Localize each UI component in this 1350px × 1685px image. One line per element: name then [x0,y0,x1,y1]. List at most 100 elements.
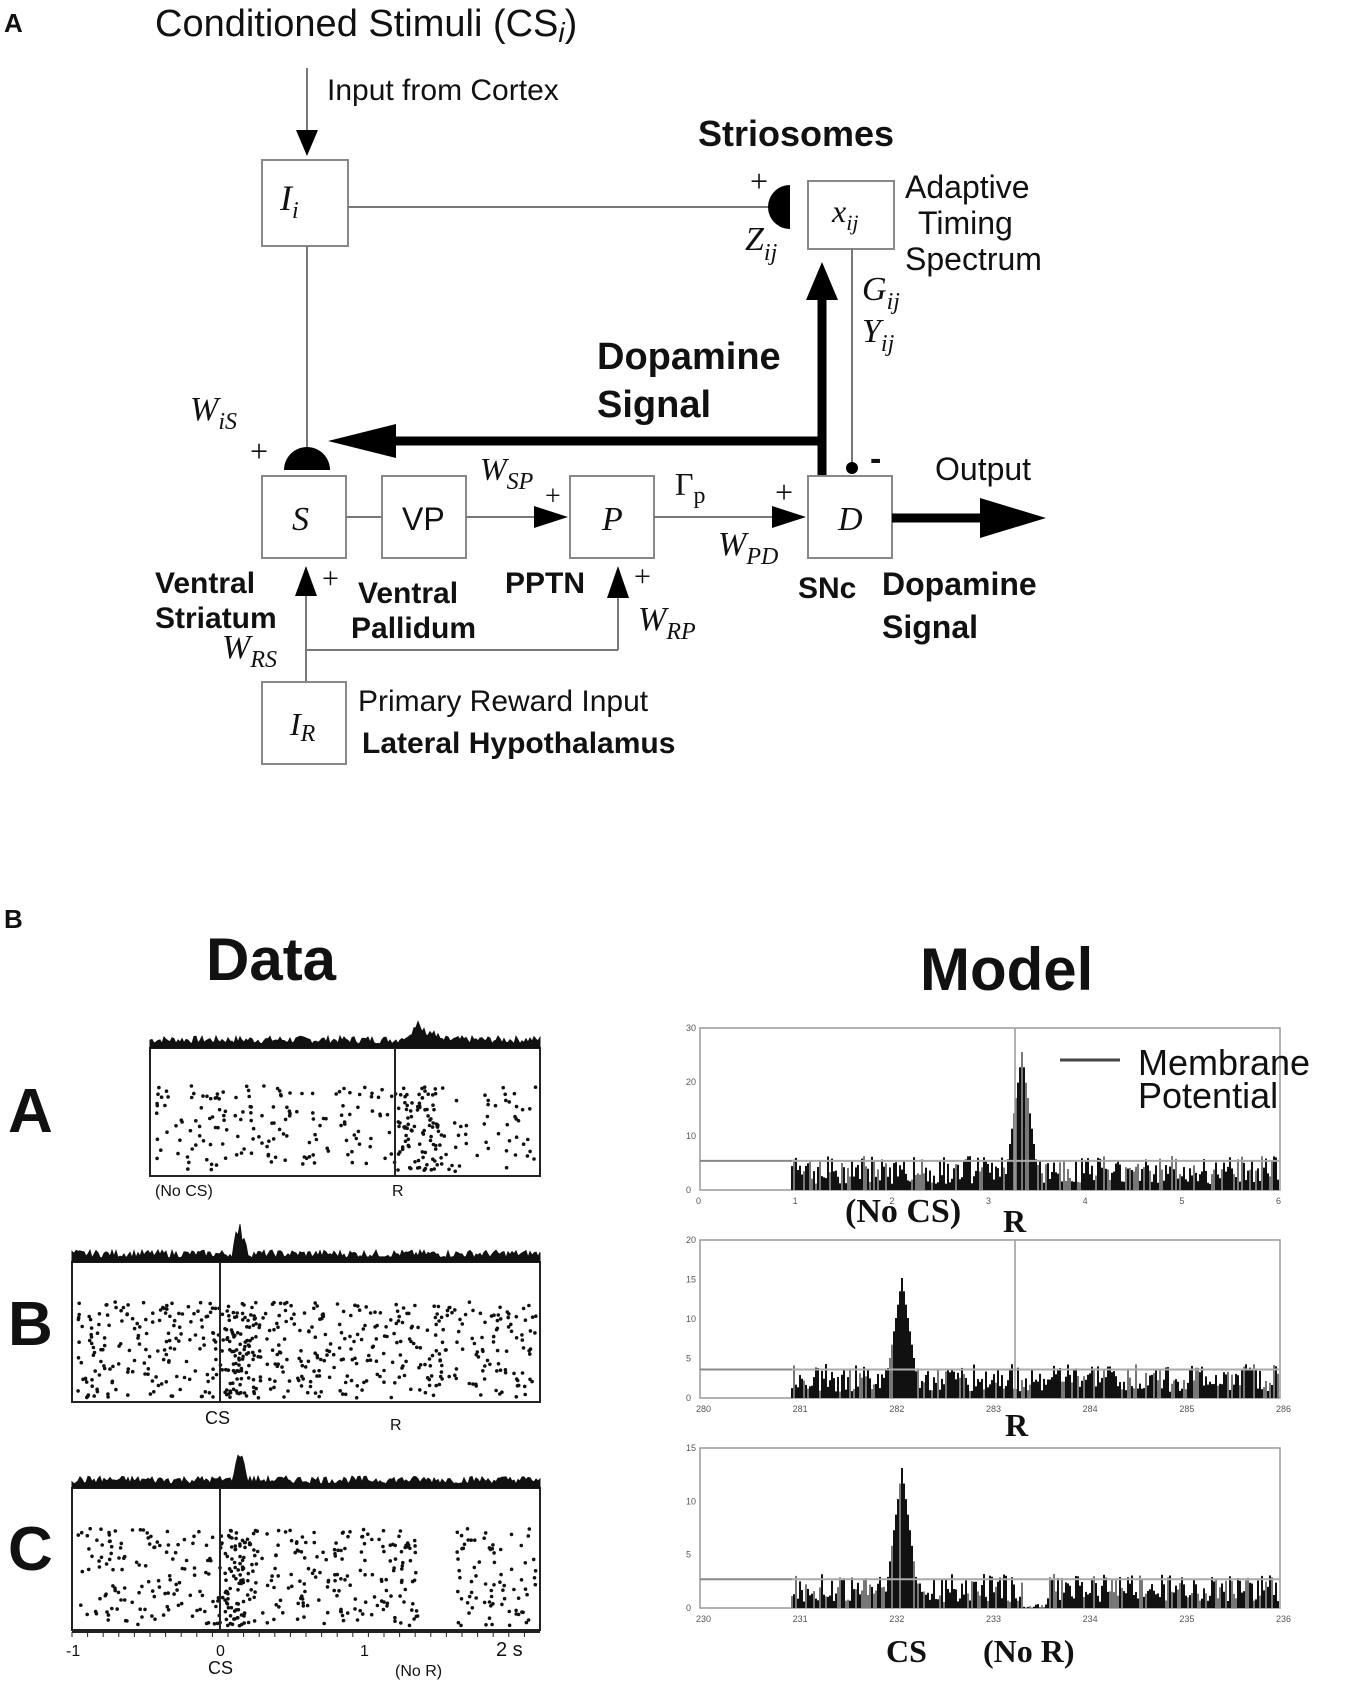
spike-dot [172,1323,176,1328]
spike-dot [366,1532,370,1536]
spike-dot [287,1114,292,1118]
spike-dot [247,1541,252,1545]
spike-dot [411,1602,415,1606]
spike-dot [349,1347,353,1351]
spike-dot [427,1123,432,1128]
spike-dot [447,1374,452,1379]
spike-dot [353,1303,357,1308]
spike-dot [319,1390,324,1394]
spike-dot [165,1604,170,1609]
spike-dot [459,1533,464,1538]
marker-no-cs-a: (No CS) [155,1183,213,1200]
spike-dot [514,1612,518,1616]
marker-r-a: R [392,1183,404,1200]
spike-dot [528,1352,532,1356]
spike-dot [184,1558,189,1563]
spike-dot [440,1086,445,1090]
model-ytick: 0 [686,1603,691,1613]
spike-dot [470,1606,475,1610]
spike-dot [238,1561,242,1566]
spike-dot [152,1545,156,1550]
spike-dot [411,1341,416,1346]
spike-dot [240,1357,245,1361]
tick-data-1: 1 [360,1643,369,1660]
spike-dot [477,1560,482,1564]
spike-dot [170,1301,174,1306]
spike-dot [224,1578,228,1582]
box-Ii [261,159,349,247]
spike-dot [425,1107,429,1112]
spike-dot [145,1531,149,1535]
spike-dot [106,1618,110,1622]
spike-dot [398,1353,403,1357]
spike-dot [436,1129,441,1134]
spike-dot [400,1567,404,1571]
spike-dot [189,1084,194,1088]
spike-dot [339,1609,344,1614]
spike-dot [254,1562,259,1566]
wpd-plus: + [775,474,793,510]
spike-dot [420,1150,425,1154]
spike-dot [113,1300,117,1304]
spike-dot [188,1593,193,1598]
spike-dot [231,1332,235,1336]
marker-r-b: R [390,1417,402,1434]
spike-dot [402,1600,406,1604]
spike-dot [343,1578,347,1582]
spike-dot [177,1580,182,1585]
spike-dot [79,1360,84,1365]
spike-dot [481,1369,485,1373]
spike-dot [233,1617,237,1621]
spike-dot [123,1618,128,1623]
spike-dot [184,1359,189,1364]
box-xij-label: xij [831,193,858,235]
spike-dot [240,1622,244,1627]
model-ytick: 20 [686,1235,696,1245]
spike-dot [445,1308,450,1313]
spike-dot [496,1313,501,1317]
spike-dot [150,1589,155,1593]
spike-dot [225,1602,230,1606]
spike-dot [92,1350,97,1355]
spike-dot [487,1616,492,1620]
spike-dot [378,1374,382,1379]
spike-dot [265,1583,270,1588]
spike-dot [278,1093,283,1097]
spike-dot [353,1607,357,1611]
spike-dot [454,1367,459,1371]
spike-dot [415,1108,420,1112]
spike-dot [252,1314,256,1318]
spike-dot [414,1614,419,1619]
snc-dopamine-label: Dopamine [882,566,1037,602]
spike-dot [420,1086,424,1091]
spike-dot [192,1534,196,1539]
spike-dot [467,1594,472,1599]
spike-dot [167,1338,172,1343]
lateral-hypothalamus-label: Lateral Hypothalamus [362,727,675,760]
spike-dot [234,1608,238,1612]
spike-dot [152,1390,156,1394]
spike-dot [461,1546,466,1551]
spike-dot [243,1344,247,1349]
spike-dot [224,1617,229,1622]
spike-dot [422,1128,427,1133]
spike-dot [249,1151,254,1155]
spike-dot [267,1328,272,1333]
spike-dot [240,1301,245,1306]
spike-dot [384,1588,389,1593]
spike-dot [498,1547,503,1552]
spike-dot [337,1346,342,1350]
spike-dot [97,1322,101,1327]
spike-dot [398,1594,402,1598]
spike-dot [457,1568,462,1573]
spike-dot [220,1312,225,1317]
spike-dot [300,1535,305,1539]
spike-dot [177,1339,181,1343]
raster-frame-a [149,1047,541,1177]
spike-dot [352,1133,357,1137]
spike-dot [86,1393,91,1397]
spike-dot [359,1337,364,1342]
spike-dot [447,1305,451,1310]
spike-dot [227,1318,232,1323]
spike-dot [252,1595,256,1600]
